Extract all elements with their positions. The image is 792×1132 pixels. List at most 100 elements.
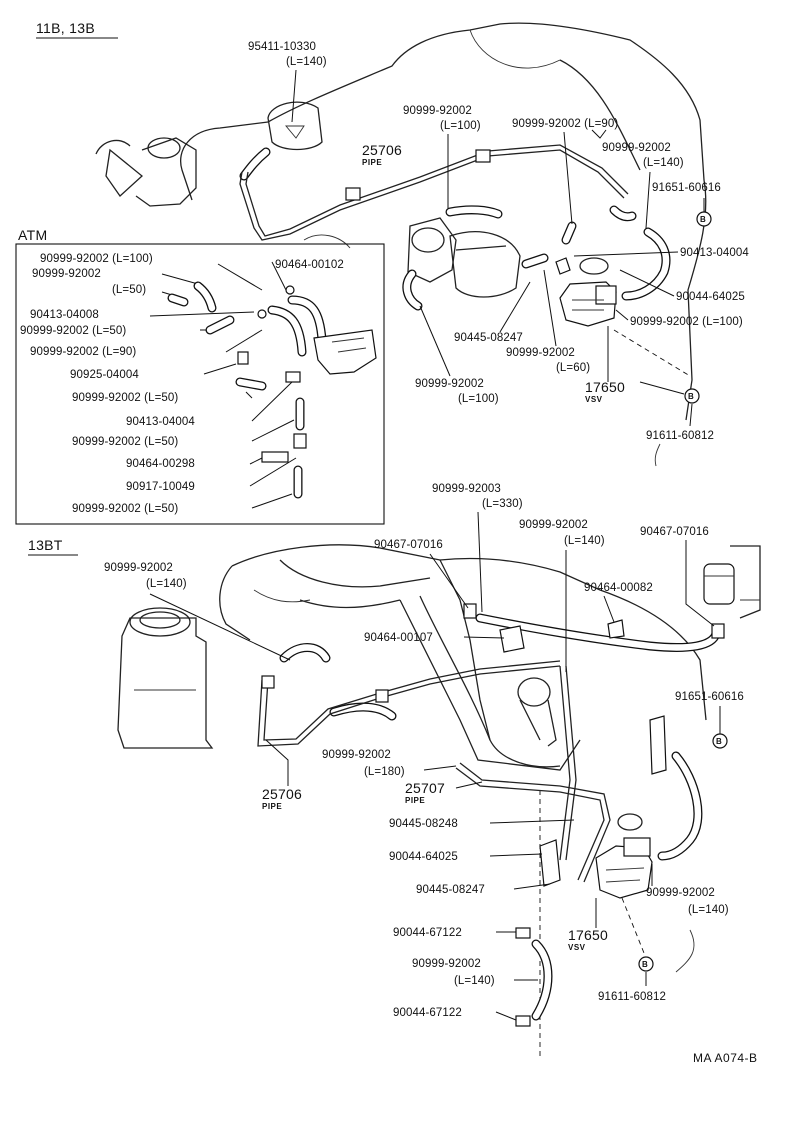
label-90999-92002-l180: 90999-92002 <box>322 749 391 761</box>
label-vsv-word-bottom: VSV <box>568 943 586 952</box>
top-vsv-unit <box>555 257 617 327</box>
label-90999-92002-l140-left: 90999-92002 <box>104 562 173 574</box>
label-95411-10330-length: (L=140) <box>286 56 327 68</box>
atm-label-90999-92002: 90999-92002 <box>32 268 101 280</box>
label-pipe-word-bottom: PIPE <box>262 802 282 811</box>
label-90445-08248: 90445-08248 <box>389 818 458 830</box>
label-90999-92002-l90: 90999-92002 (L=90) <box>512 118 618 130</box>
section-title-11b-13b: 11B, 13B <box>36 20 95 36</box>
label-pipe-word-25707: PIPE <box>405 796 425 805</box>
atm-label-90464-00298: 90464-00298 <box>126 458 195 470</box>
label-91611-60812-bottom: 91611-60812 <box>598 991 666 1003</box>
callout-circle-b <box>696 211 712 227</box>
leader-line <box>419 305 451 377</box>
label-90999-92002-l140-lower: 90999-92002 <box>412 958 481 970</box>
section-header-11b-13b: 11B, 13B <box>36 20 118 39</box>
section-header-13bt: 13BT <box>28 537 78 556</box>
section-title-13bt: 13BT <box>28 537 63 553</box>
atm-fitting <box>285 285 295 295</box>
leader-line <box>251 381 293 422</box>
label-90999-92002-l60-length: (L=60) <box>556 362 590 374</box>
bottom-labels: 90999-92003 (L=330) 90467-07016 90999-92… <box>104 483 744 1021</box>
label-90044-64025: 90044-64025 <box>676 291 745 303</box>
callout-letter: B <box>642 960 648 969</box>
label-90999-92002-l140-lower-length: (L=140) <box>454 975 495 987</box>
leader-line <box>225 329 263 353</box>
label-vsv-17650: 17650 <box>585 379 625 395</box>
dashed-ref-line <box>621 897 647 959</box>
bottom-hoses <box>257 603 725 1027</box>
atm-label-90999-92002-l50-c: 90999-92002 (L=50) <box>72 436 178 448</box>
atm-label-90999-92002-l100: 90999-92002 (L=100) <box>40 253 153 265</box>
leader-line <box>149 311 255 317</box>
pipe-clamp <box>261 675 275 689</box>
callout-letter: B <box>700 215 706 224</box>
pipe-clamp <box>345 187 361 201</box>
label-90999-92002-l140-center: 90999-92002 <box>519 519 588 531</box>
atm-detail-box: ATM 90999-92002 (L=100) 90999-92002 (L=5… <box>15 227 385 525</box>
atm-fitting <box>257 309 267 319</box>
label-90999-92002-l100-lower-length: (L=100) <box>458 393 499 405</box>
label-90999-92002-l140-right: 90999-92002 <box>646 887 715 899</box>
section-title-atm: ATM <box>18 227 47 243</box>
atm-fitting <box>293 433 307 449</box>
atm-clip <box>261 451 289 463</box>
callout-circle-b <box>638 956 654 972</box>
callout-letter: B <box>716 737 722 746</box>
atm-label-90999-92002-l50-d: 90999-92002 (L=50) <box>72 503 178 515</box>
hose-clip <box>607 619 625 639</box>
hose-clamp <box>515 1015 531 1027</box>
atm-label-90464-00102: 90464-00102 <box>275 259 344 271</box>
label-90445-08247: 90445-08247 <box>454 332 523 344</box>
hose-clip <box>463 603 477 619</box>
leader-line <box>645 171 651 229</box>
callout-circle-b <box>684 388 700 404</box>
leader-line <box>203 363 237 375</box>
label-90999-92002-l100-lower: 90999-92002 <box>415 378 484 390</box>
leader-line <box>603 595 615 623</box>
vsv-fitting <box>539 839 561 887</box>
leader-line <box>149 593 291 661</box>
dashed-ref-line <box>613 329 691 377</box>
leader-line <box>689 403 693 427</box>
atm-label-90925-04004: 90925-04004 <box>70 369 139 381</box>
leader-line <box>423 765 457 771</box>
bracket <box>649 715 667 775</box>
label-90044-67122-lower: 90044-67122 <box>393 1007 462 1019</box>
pipe-clamp <box>475 149 491 163</box>
leader-line <box>639 381 685 395</box>
label-90999-92002-l140-right-length: (L=140) <box>688 904 729 916</box>
leader-line <box>543 269 557 347</box>
leader-line <box>489 853 543 857</box>
label-95411-10330: 95411-10330 <box>248 41 316 53</box>
leader-line <box>685 540 715 627</box>
atm-label-90917-10049: 90917-10049 <box>126 481 195 493</box>
leader-line <box>489 819 575 824</box>
label-90044-67122-upper: 90044-67122 <box>393 927 462 939</box>
hose-clip <box>711 623 725 639</box>
label-90999-92003-length: (L=330) <box>482 498 523 510</box>
label-pipe-25707: 25707 <box>405 780 445 796</box>
label-90999-92002-l60: 90999-92002 <box>506 347 575 359</box>
label-vsv-word: VSV <box>585 395 603 404</box>
callout-letter: B <box>688 392 694 401</box>
leader-line <box>591 129 607 139</box>
label-91611-60812: 91611-60812 <box>646 430 714 442</box>
top-engine-illustration <box>95 22 707 421</box>
canister <box>703 563 735 605</box>
atm-label-90999-92002-l90: 90999-92002 (L=90) <box>30 346 136 358</box>
leader-line <box>271 261 287 291</box>
label-pipe-word: PIPE <box>362 158 382 167</box>
leader-line <box>249 457 263 465</box>
atm-label-90413-04004: 90413-04004 <box>126 416 195 428</box>
atm-label-90999-92002-l50-a: 90999-92002 (L=50) <box>20 325 126 337</box>
label-90999-92002-l140-left-length: (L=140) <box>146 578 187 590</box>
label-91651-60616: 91651-60616 <box>652 182 721 194</box>
vsv-connector <box>595 285 617 305</box>
drawing-code: MA A074-B <box>693 1051 758 1065</box>
hose-clip <box>499 625 525 653</box>
leader-line <box>161 273 199 299</box>
label-90999-92002-l100: 90999-92002 <box>403 105 472 117</box>
engine-edge <box>654 443 661 467</box>
